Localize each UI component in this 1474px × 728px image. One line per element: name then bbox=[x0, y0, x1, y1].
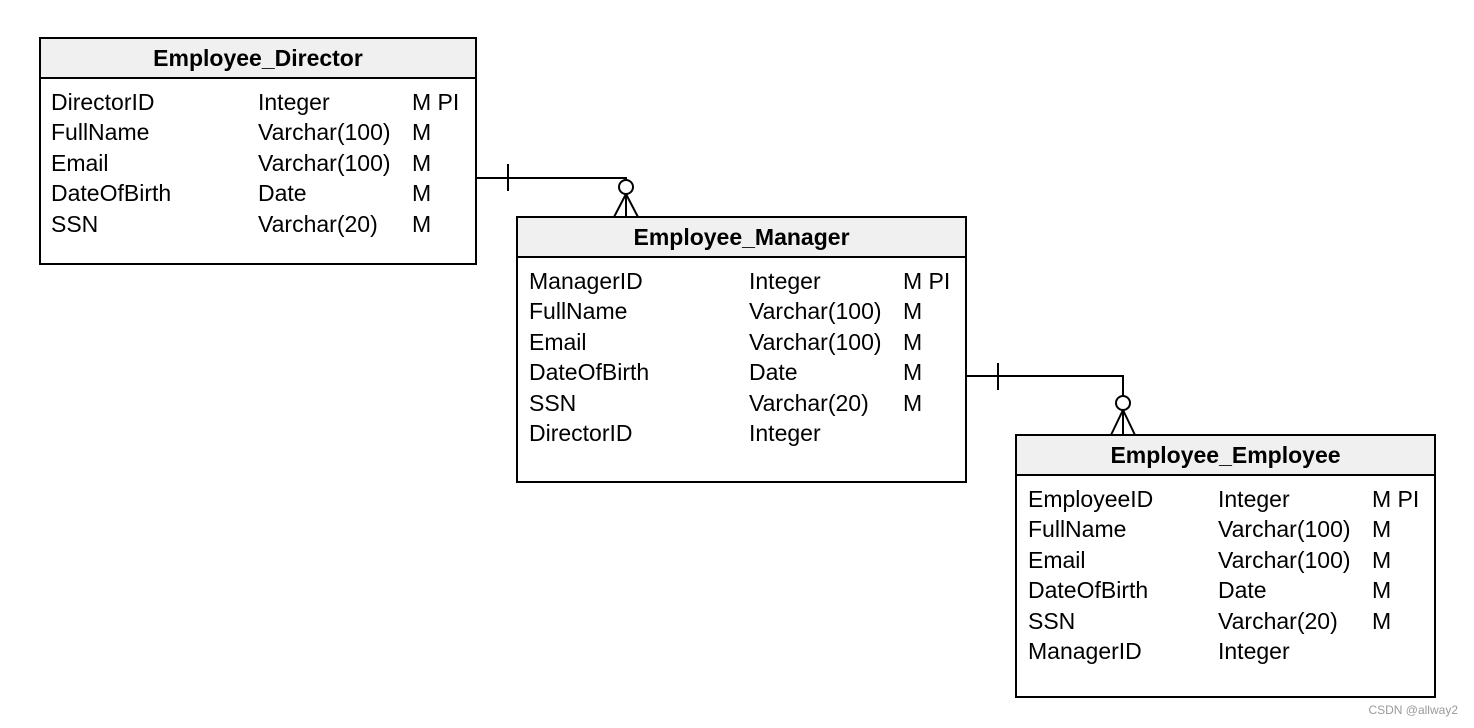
attribute-row: FullName Varchar(100) M bbox=[1028, 514, 1434, 544]
attribute-flags: M PI bbox=[412, 89, 460, 115]
attribute-type: Varchar(100) bbox=[1218, 546, 1351, 573]
attribute-name: Email bbox=[529, 328, 587, 355]
attribute-row: Email Varchar(100) M bbox=[1028, 545, 1434, 575]
attribute-type: Varchar(100) bbox=[258, 149, 391, 176]
attribute-name: DateOfBirth bbox=[1028, 577, 1149, 604]
attribute-row: SSN Varchar(20) M bbox=[51, 209, 475, 239]
zero-cardinality-circle bbox=[1115, 395, 1131, 411]
attribute-type: Varchar(20) bbox=[258, 210, 378, 237]
attribute-row: Email Varchar(100) M bbox=[529, 327, 965, 357]
attribute-name: FullName bbox=[51, 119, 150, 146]
attribute-name: EmployeeID bbox=[1028, 486, 1154, 512]
attribute-flags: M bbox=[1372, 516, 1392, 543]
relationship-line bbox=[966, 375, 1124, 396]
attribute-type: Integer bbox=[1218, 486, 1290, 512]
entity-employee-manager[interactable]: Employee_Manager ManagerID Integer M PI Fu… bbox=[516, 216, 967, 483]
attribute-type: Varchar(100) bbox=[749, 298, 882, 325]
attribute-flags: M bbox=[412, 119, 432, 146]
attribute-flags: M bbox=[412, 180, 432, 207]
attribute-row: SSN Varchar(20) M bbox=[529, 388, 965, 418]
attribute-name: ManagerID bbox=[529, 268, 643, 294]
attribute-flags: M bbox=[903, 359, 923, 386]
crowfoot-left bbox=[1110, 409, 1124, 436]
attribute-row: ManagerID Integer bbox=[1028, 636, 1434, 666]
attribute-row: EmployeeID Integer M PI bbox=[1028, 484, 1434, 514]
attribute-type: Integer bbox=[749, 268, 821, 294]
attribute-flags: M bbox=[1372, 607, 1392, 634]
attribute-row: FullName Varchar(100) M bbox=[51, 117, 475, 147]
attribute-name: Email bbox=[51, 149, 109, 176]
attribute-row: DateOfBirth Date M bbox=[1028, 575, 1434, 605]
crowfoot-right bbox=[1122, 409, 1136, 436]
entity-title: Employee_Director bbox=[41, 39, 475, 79]
entity-title: Employee_Employee bbox=[1017, 436, 1434, 476]
attribute-name: SSN bbox=[51, 210, 99, 237]
attribute-flags: M PI bbox=[903, 268, 951, 294]
attribute-name: FullName bbox=[529, 298, 628, 325]
attribute-type: Date bbox=[1218, 577, 1267, 604]
attribute-name: SSN bbox=[1028, 607, 1076, 634]
attribute-name: SSN bbox=[529, 389, 577, 416]
attribute-type: Integer bbox=[749, 419, 821, 446]
attribute-row: ManagerID Integer M PI bbox=[529, 266, 965, 296]
attribute-row: DirectorID Integer bbox=[529, 418, 965, 448]
attribute-name: Email bbox=[1028, 546, 1086, 573]
zero-cardinality-circle bbox=[618, 179, 634, 195]
attribute-row: Email Varchar(100) M bbox=[51, 148, 475, 178]
attribute-type: Varchar(100) bbox=[258, 119, 391, 146]
attribute-row: FullName Varchar(100) M bbox=[529, 296, 965, 326]
attribute-name: DirectorID bbox=[51, 89, 155, 115]
attribute-name: DateOfBirth bbox=[51, 180, 172, 207]
relationship-line bbox=[476, 177, 627, 180]
attribute-type: Date bbox=[258, 180, 307, 207]
attribute-row: DateOfBirth Date M bbox=[529, 357, 965, 387]
crowfoot-left bbox=[613, 193, 627, 218]
entity-title: Employee_Manager bbox=[518, 218, 965, 258]
attribute-flags: M bbox=[903, 328, 923, 355]
attribute-flags: M bbox=[1372, 546, 1392, 573]
attribute-flags: M bbox=[1372, 577, 1392, 604]
attribute-type: Integer bbox=[258, 89, 330, 115]
attribute-name: DateOfBirth bbox=[529, 359, 650, 386]
attribute-name: DirectorID bbox=[529, 419, 633, 446]
attribute-flags: M bbox=[412, 149, 432, 176]
attribute-type: Date bbox=[749, 359, 798, 386]
watermark-text: CSDN @allway2 bbox=[1368, 703, 1458, 717]
relationship-director-manager bbox=[476, 164, 639, 218]
attribute-name: FullName bbox=[1028, 516, 1127, 543]
attribute-type: Varchar(100) bbox=[1218, 516, 1351, 543]
attribute-type: Varchar(20) bbox=[1218, 607, 1338, 634]
attribute-name: ManagerID bbox=[1028, 637, 1142, 664]
relationship-manager-employee bbox=[966, 363, 1136, 436]
attribute-type: Varchar(20) bbox=[749, 389, 869, 416]
attribute-row: DirectorID Integer M PI bbox=[51, 87, 475, 117]
attribute-flags: M bbox=[903, 298, 923, 325]
attribute-flags: M bbox=[412, 210, 432, 237]
attribute-type: Integer bbox=[1218, 637, 1290, 664]
attribute-row: SSN Varchar(20) M bbox=[1028, 606, 1434, 636]
attribute-type: Varchar(100) bbox=[749, 328, 882, 355]
attribute-flags: M bbox=[903, 389, 923, 416]
attribute-row: DateOfBirth Date M bbox=[51, 178, 475, 208]
attribute-flags: M PI bbox=[1372, 486, 1420, 512]
crowfoot-right bbox=[625, 193, 639, 218]
